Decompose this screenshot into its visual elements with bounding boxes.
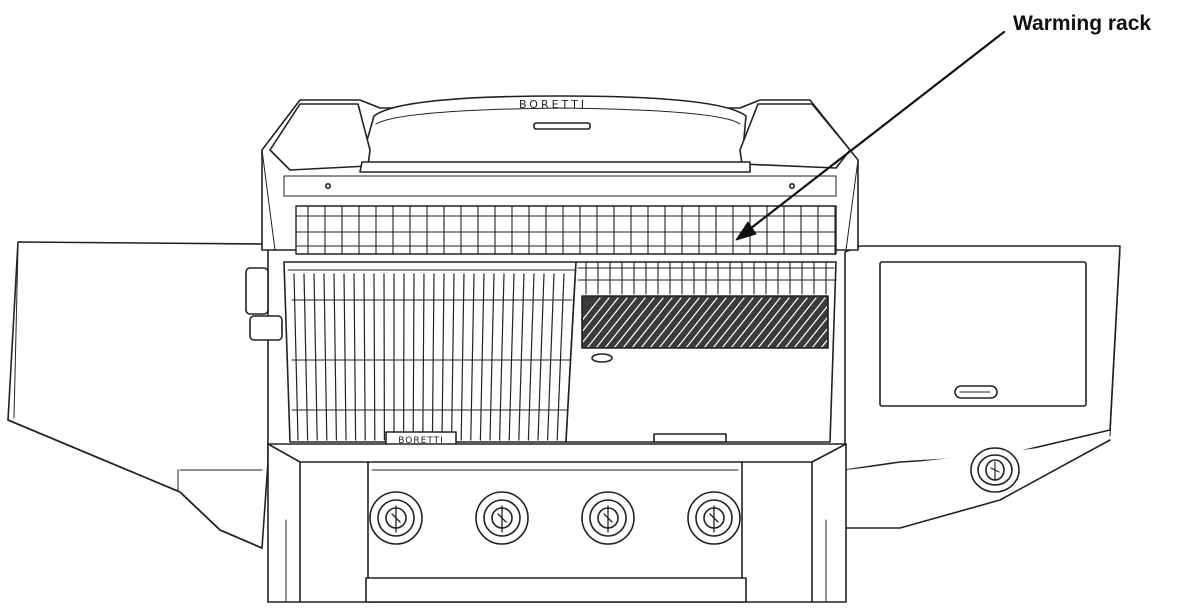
grate-bar (374, 274, 375, 440)
control-knob-2 (476, 492, 528, 544)
control-knob-4 (688, 492, 740, 544)
griddle-plate (560, 262, 879, 442)
firebox-back-wall (284, 176, 836, 196)
lid-side-handle (246, 268, 282, 340)
callout-label: Warming rack (1013, 12, 1151, 36)
grate-bar (413, 274, 414, 440)
front-control-panel (268, 444, 846, 602)
left-side-shelf (8, 242, 268, 548)
side-burner-knob (971, 448, 1019, 492)
cooking-grate (284, 262, 576, 442)
side-burner-lid (880, 262, 1086, 406)
lid-brand-text: BORETTI (519, 98, 587, 111)
control-knob-3 (582, 492, 634, 544)
warming-rack (296, 206, 836, 254)
control-knob-1 (370, 492, 422, 544)
